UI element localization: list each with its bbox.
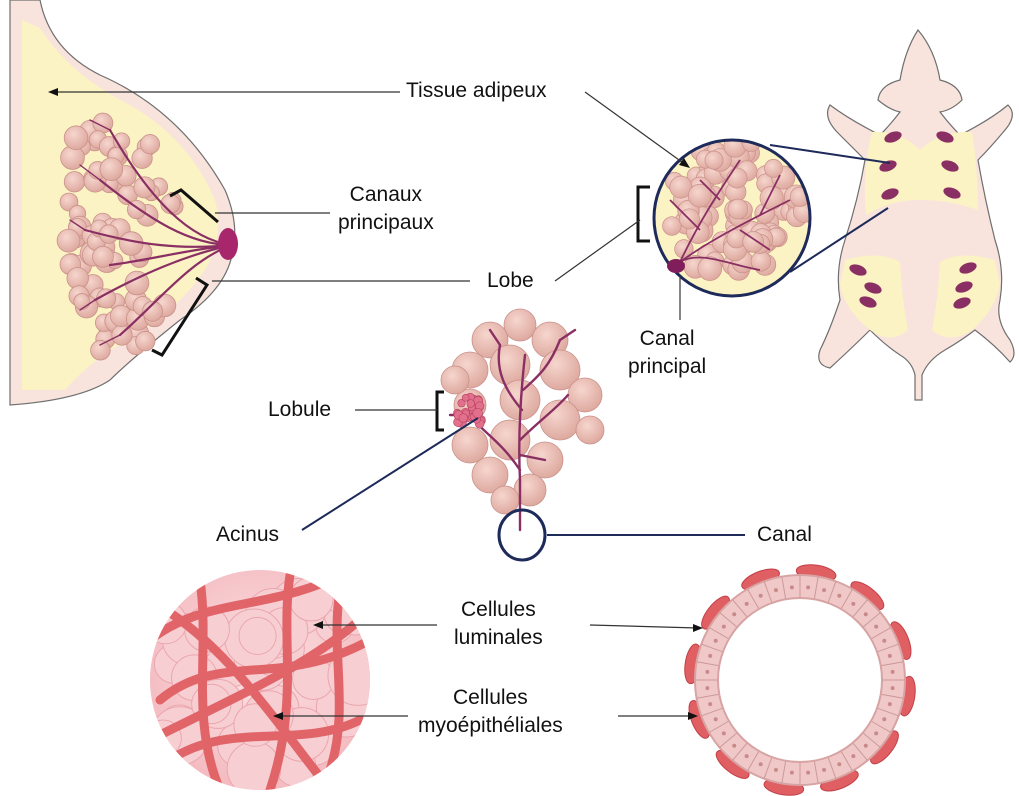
cell-nucleus <box>851 754 855 758</box>
lobule-cell <box>473 408 483 418</box>
cell-nucleus <box>790 771 794 775</box>
acinus-bud <box>728 199 748 219</box>
acinus-bud <box>136 331 155 350</box>
cell-nucleus <box>888 702 892 706</box>
luminal-cells-circle <box>144 559 387 796</box>
lobule-cell <box>462 394 469 401</box>
cell-nucleus <box>874 625 878 629</box>
luminal-cell <box>239 617 276 654</box>
cell-nucleus <box>891 670 895 674</box>
cell-nucleus <box>732 612 736 616</box>
cell-nucleus <box>806 585 810 589</box>
acinus-bud <box>74 294 90 310</box>
acinus-bud <box>663 217 682 236</box>
cell-nucleus <box>714 717 718 721</box>
zoom-lobe-bracket <box>638 187 650 241</box>
label-cellules-luminales-line2: luminales <box>454 624 543 652</box>
label-cellules-luminales-line1: Cellules <box>454 596 543 624</box>
label-canal: Canal <box>757 521 812 549</box>
label-cellules-luminales: Cellules luminales <box>454 596 543 652</box>
acinus-bud <box>452 427 488 463</box>
cell-nucleus <box>708 654 712 658</box>
cell-nucleus <box>705 686 709 690</box>
acinus-bud <box>57 229 80 252</box>
acinus-bud <box>119 232 143 256</box>
cell-nucleus <box>708 702 712 706</box>
acinus-bud <box>134 177 155 198</box>
acinus-bud <box>441 366 469 394</box>
label-canal-principal-line2: principal <box>628 353 706 381</box>
label-canaux-principaux-line2: principaux <box>338 209 434 237</box>
cell-nucleus <box>759 594 763 598</box>
label-cellules-myoepitheliales: Cellules myoépithéliales <box>418 684 563 740</box>
canal-principal-nipple <box>667 259 685 273</box>
cell-nucleus <box>722 731 726 735</box>
label-cellules-myoepitheliales-line2: myoépithéliales <box>418 712 563 740</box>
cell-nucleus <box>864 612 868 616</box>
cell-nucleus <box>732 744 736 748</box>
central-lobe <box>437 309 604 560</box>
cell-nucleus <box>745 602 749 606</box>
cell-nucleus <box>882 717 886 721</box>
lobule-cell <box>459 414 468 423</box>
cell-nucleus <box>774 588 778 592</box>
acinus-bud <box>140 135 159 154</box>
breast-illustration <box>10 0 238 405</box>
mouse-body <box>819 30 1014 400</box>
lobule-bracket <box>437 392 444 430</box>
label-cellules-myoepitheliales-line1: Cellules <box>418 684 563 712</box>
cell-nucleus <box>745 754 749 758</box>
cell-nucleus <box>722 625 726 629</box>
cell-nucleus <box>774 768 778 772</box>
label-canaux-principaux: Canaux principaux <box>338 181 434 237</box>
label-acinus: Acinus <box>216 521 279 549</box>
canal-circle <box>499 510 545 560</box>
label-canal-principal-line1: Canal <box>628 325 706 353</box>
duct-cross-section <box>682 562 917 796</box>
mouse-lobe-zoom <box>638 132 815 296</box>
cell-nucleus <box>790 585 794 589</box>
cell-nucleus <box>714 639 718 643</box>
acinus-bud <box>727 168 747 188</box>
cell-nucleus <box>806 771 810 775</box>
cell-nucleus <box>759 762 763 766</box>
acinus-bud <box>504 309 536 341</box>
acinus-bud <box>540 400 580 440</box>
cell-nucleus <box>837 762 841 766</box>
acinus-bud <box>64 172 84 192</box>
cell-nucleus <box>837 594 841 598</box>
acinus-bud <box>64 126 88 150</box>
cell-nucleus <box>882 639 886 643</box>
acinus-bud <box>91 340 111 360</box>
acinus-bud <box>764 159 782 177</box>
breast-nipple <box>218 228 238 260</box>
cell-nucleus <box>891 686 895 690</box>
cell-nucleus <box>874 731 878 735</box>
acinus-bud <box>576 416 604 444</box>
acinus-bud <box>100 158 123 181</box>
acinus-bud <box>705 151 723 169</box>
label-lobe: Lobe <box>487 267 534 295</box>
cell-nucleus <box>822 588 826 592</box>
cell-nucleus <box>851 602 855 606</box>
cell-nucleus <box>864 744 868 748</box>
label-canaux-principaux-line1: Canaux <box>338 181 434 209</box>
label-lobule: Lobule <box>268 396 331 424</box>
cell-nucleus <box>822 768 826 772</box>
cell-nucleus <box>705 670 709 674</box>
label-canal-principal: Canal principal <box>628 325 706 381</box>
label-tissue-adipeux: Tissue adipeux <box>406 77 546 105</box>
lobule-cell <box>467 400 475 408</box>
cell-nucleus <box>888 654 892 658</box>
